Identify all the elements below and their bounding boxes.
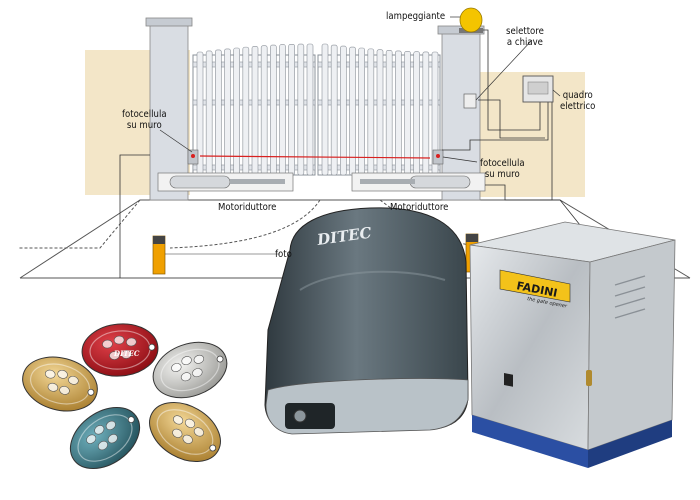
remote-gold-right (149, 402, 221, 462)
label-motoriduttore-right: Motoriduttore (390, 202, 449, 213)
photocell-post-icon (152, 235, 280, 275)
fadini-cabinet (469, 221, 676, 468)
gate-leaves (192, 43, 441, 176)
motor-arm-right (351, 172, 486, 192)
photocell-right-icon (432, 149, 444, 165)
gate-leaf-right (317, 43, 441, 176)
label-quadro-line1: quadro (562, 90, 593, 101)
gate-leaf-left (192, 43, 316, 176)
label-leaders (159, 16, 561, 163)
label-lampeggiante: lampeggiante (386, 11, 446, 22)
photocell-left-icon (187, 149, 199, 165)
label-quadro: quadro elettrico (560, 90, 595, 112)
motor-arm-left (157, 172, 294, 192)
ditec-sliding-motor (264, 207, 469, 435)
label-selettore-line1: selettore (506, 26, 544, 37)
label-quadro-line2: elettrico (560, 101, 596, 112)
flashing-lamp-icon (459, 7, 483, 33)
label-fotocellula-post: foto (275, 249, 292, 260)
remote-red (81, 323, 159, 377)
remote-gold-left (22, 356, 98, 412)
photocell-beam (199, 155, 431, 159)
label-fotocellula-left-line1: fotocellula (122, 109, 167, 120)
remote-silver (152, 341, 228, 399)
label-selettore-line2: a chiave (506, 37, 543, 48)
remote-controls (22, 323, 228, 469)
control-panel-icon (522, 75, 554, 103)
label-fotocellula-left: fotocellula su muro (122, 109, 167, 131)
key-selector-icon (463, 93, 477, 109)
label-fotocellula-right: fotocellula su muro (480, 158, 525, 180)
left-pillar (145, 17, 193, 201)
label-selettore: selettore a chiave (506, 26, 544, 48)
label-fotocellula-right-line1: fotocellula (480, 158, 525, 169)
label-motoriduttore-left: Motoriduttore (218, 202, 277, 213)
label-fotocellula-left-line2: su muro (126, 120, 162, 131)
label-fotocellula-right-line2: su muro (484, 169, 520, 180)
remote-teal (69, 407, 141, 469)
remote-logo: DITEC (113, 349, 140, 358)
